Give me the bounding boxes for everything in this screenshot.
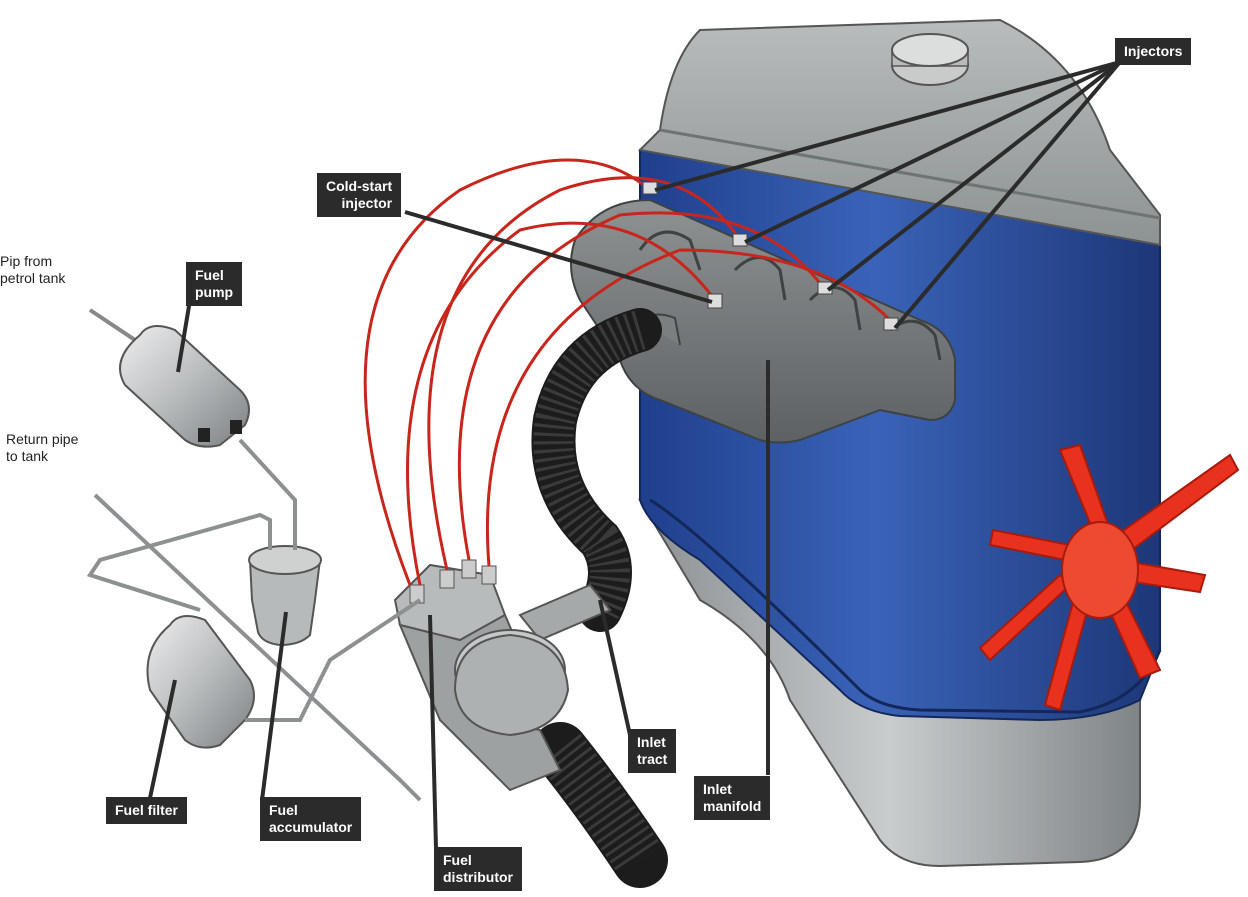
cooling-fan (978, 443, 1240, 712)
pip-from-petrol-tank-text: Pip from petrol tank (0, 253, 66, 286)
leader-lines (148, 60, 1122, 849)
inlet-manifold-label: Inlet manifold (694, 776, 771, 820)
fuel-filter-unit (146, 615, 255, 749)
injectors-label: Injectors (1115, 38, 1192, 65)
inlet-tract-hose (518, 308, 668, 888)
fuel-pump-label: Fuel pump (186, 262, 243, 306)
rocker-cover (637, 18, 1161, 247)
fuel-pump-unit (88, 308, 250, 448)
fuel-accumulator-label: Fuel accumulator (260, 797, 362, 841)
injector-fittings (642, 181, 899, 331)
fuel-distributor-label: Fuel distributor (434, 847, 522, 891)
fuel-distributor-unit (393, 559, 570, 792)
fuel-filter-label: Fuel filter (106, 797, 188, 824)
inlet-tract-label: Inlet tract (628, 729, 677, 773)
cold-start-injector-label: Cold-start injector (317, 173, 402, 217)
return-pipe-text: Return pipe to tank (6, 431, 79, 464)
